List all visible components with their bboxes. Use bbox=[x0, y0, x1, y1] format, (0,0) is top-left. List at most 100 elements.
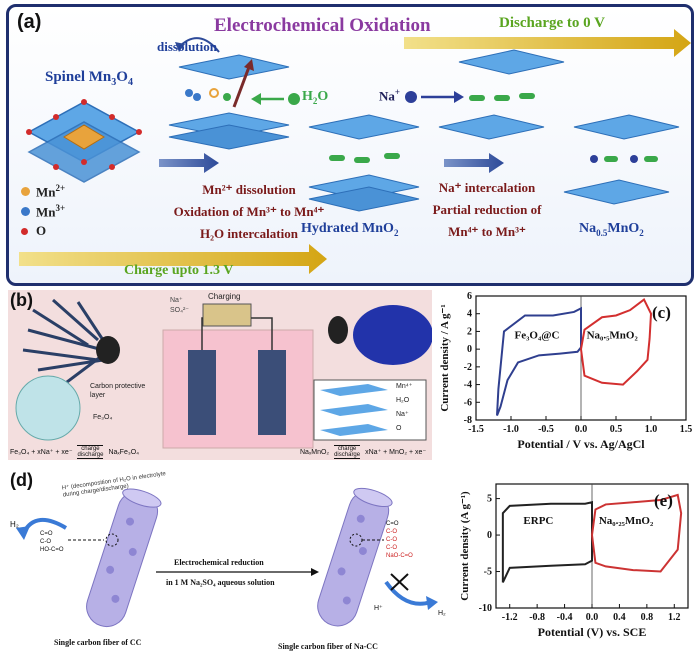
legend-item: Mn2+ bbox=[21, 183, 65, 203]
fe3o4-fiber bbox=[22, 298, 105, 387]
panel-d: (d) H₂ H⁺ (decomposition of H₂O in elect… bbox=[6, 470, 456, 656]
mn2-dot bbox=[21, 187, 30, 197]
step1-arrow bbox=[159, 153, 219, 173]
legend-item: O bbox=[21, 223, 65, 243]
y-tick-label: -4 bbox=[464, 380, 472, 391]
groups-right: C=O C-O C-O C-O NaO-C=O bbox=[386, 521, 413, 559]
x-tick-label: 0.8 bbox=[641, 612, 654, 623]
x-tick-label: -0.8 bbox=[529, 612, 545, 623]
hydrated-label: Hydrated MnO2 bbox=[301, 221, 399, 238]
carbon-layer-label: Carbon protective layer bbox=[90, 383, 146, 399]
y-tick-label: 4 bbox=[467, 309, 472, 320]
anode bbox=[188, 350, 216, 435]
panel-d-svg bbox=[16, 487, 438, 628]
y-tick-label: 2 bbox=[467, 326, 472, 337]
panel-a-label: (a) bbox=[17, 11, 42, 33]
y-tick-label: 6 bbox=[467, 291, 472, 302]
layers-hydrated bbox=[308, 114, 420, 212]
cathode bbox=[258, 350, 286, 435]
x-tick-label: -0.4 bbox=[557, 612, 573, 623]
x-tick-label: 0.4 bbox=[613, 612, 626, 623]
panel-d-label: (d) bbox=[10, 470, 33, 490]
groups-left: C=O C-O HO-C=O bbox=[40, 531, 64, 553]
series-annotation: Fe₃O₄@C bbox=[515, 330, 560, 342]
hplus-right: H⁺ bbox=[374, 605, 383, 612]
y-tick-label: -6 bbox=[464, 397, 472, 408]
x-tick-label: -1.2 bbox=[502, 612, 518, 623]
x-tick-label: 0.0 bbox=[575, 424, 588, 435]
discharge-arrow bbox=[404, 29, 691, 57]
y-tick-label: 0 bbox=[487, 530, 492, 541]
spinel-label: Spinel Mn3O4 bbox=[45, 69, 133, 88]
magnified-view bbox=[15, 375, 81, 441]
y-tick-label: -5 bbox=[484, 567, 492, 578]
fiber-right-caption: Single carbon fiber of Na-CC bbox=[278, 642, 378, 651]
series-annotation: Na₀.₂₅MnO₂ bbox=[599, 515, 654, 527]
o-dot bbox=[21, 228, 28, 235]
fiber-end bbox=[96, 336, 120, 364]
y-tick-label: 5 bbox=[487, 494, 492, 505]
charge-label: Charge upto 1.3 V bbox=[124, 263, 234, 278]
h2o-label: H2O bbox=[302, 89, 329, 106]
x-axis-label: Potential / V vs. Ag/AgCl bbox=[517, 437, 645, 451]
charging-label: Charging bbox=[208, 292, 241, 301]
series-annotation: Na₀.₅MnO₂ bbox=[587, 330, 639, 342]
h2-left: H₂ bbox=[10, 520, 19, 529]
step2-text: Na⁺ intercalation Partial reduction of M… bbox=[432, 180, 542, 239]
x-tick-label: 1.0 bbox=[645, 424, 658, 435]
layers-na bbox=[438, 49, 565, 140]
spinel-structure bbox=[26, 99, 142, 183]
panel-b-label: (b) bbox=[10, 290, 33, 310]
discharge-label: Discharge to 0 V bbox=[499, 15, 605, 31]
x-tick-label: 1.5 bbox=[680, 424, 693, 435]
ion-so4: SO₄²⁻ bbox=[170, 307, 189, 314]
x-axis-label: Potential (V) vs. SCE bbox=[538, 625, 647, 639]
chart-e-svg: -1.2 -0.8 -0.4 0.0 0.4 0.8 1.2 -10 -5 0 5Potential… bbox=[459, 483, 689, 639]
x-tick-label: -1.0 bbox=[503, 424, 519, 435]
y-tick-label: -8 bbox=[464, 415, 472, 426]
y-tick-label: -10 bbox=[479, 603, 492, 614]
series-line-1 bbox=[591, 493, 683, 573]
series-line-0 bbox=[501, 501, 593, 583]
series-annotation: ERPC bbox=[523, 515, 553, 527]
y-axis-label: Current density (A g⁻¹) bbox=[459, 491, 471, 601]
charger-box bbox=[202, 303, 252, 327]
step1-text: Mn²⁺ dissolution Oxidation of Mn³⁺ to Mn… bbox=[173, 182, 325, 241]
y-tick-label: 0 bbox=[467, 344, 472, 355]
inset-legend: Mn⁴⁺ H₂O Na⁺ O bbox=[396, 383, 413, 432]
panel-a: (a) Electrochemical Oxidation Discharge … bbox=[6, 4, 694, 286]
layers-step1 bbox=[168, 37, 290, 150]
panel-a-svg bbox=[19, 29, 691, 274]
x-tick-label: 1.2 bbox=[668, 612, 681, 623]
ion-na: Na⁺ bbox=[170, 297, 183, 304]
y-tick-label: -2 bbox=[464, 362, 472, 373]
layers-product bbox=[563, 114, 680, 205]
y-axis-label: Current density / A g⁻¹ bbox=[439, 304, 451, 411]
x-tick-label: 0.5 bbox=[610, 424, 623, 435]
fiber-cc bbox=[86, 488, 162, 628]
panel-a-title: Electrochemical Oxidation bbox=[214, 15, 431, 36]
na-label: Na+ bbox=[379, 87, 401, 104]
panel-label: (e) bbox=[654, 491, 673, 510]
arrow-label-bottom: in 1 M Na₂SO₄ aqueous solution bbox=[166, 578, 275, 587]
panel-b-svg bbox=[15, 298, 432, 449]
fiber-left-caption: Single carbon fiber of CC bbox=[54, 638, 142, 647]
x-tick-label: 0.0 bbox=[586, 612, 599, 623]
panel-label: (c) bbox=[652, 303, 671, 322]
x-tick-label: -0.5 bbox=[538, 424, 554, 435]
mn3-dot bbox=[21, 207, 30, 217]
charge-arrow bbox=[19, 244, 327, 274]
ion-legend: Mn2+ Mn3+ O bbox=[21, 183, 65, 243]
step2-arrow bbox=[444, 153, 504, 173]
series-line-1 bbox=[580, 298, 653, 386]
panel-b: (b) Charging Na⁺ SO₄²⁻ Carbon protective… bbox=[8, 290, 432, 460]
legend-item: Mn3+ bbox=[21, 203, 65, 223]
dissolution-label: dissolution bbox=[157, 39, 217, 54]
